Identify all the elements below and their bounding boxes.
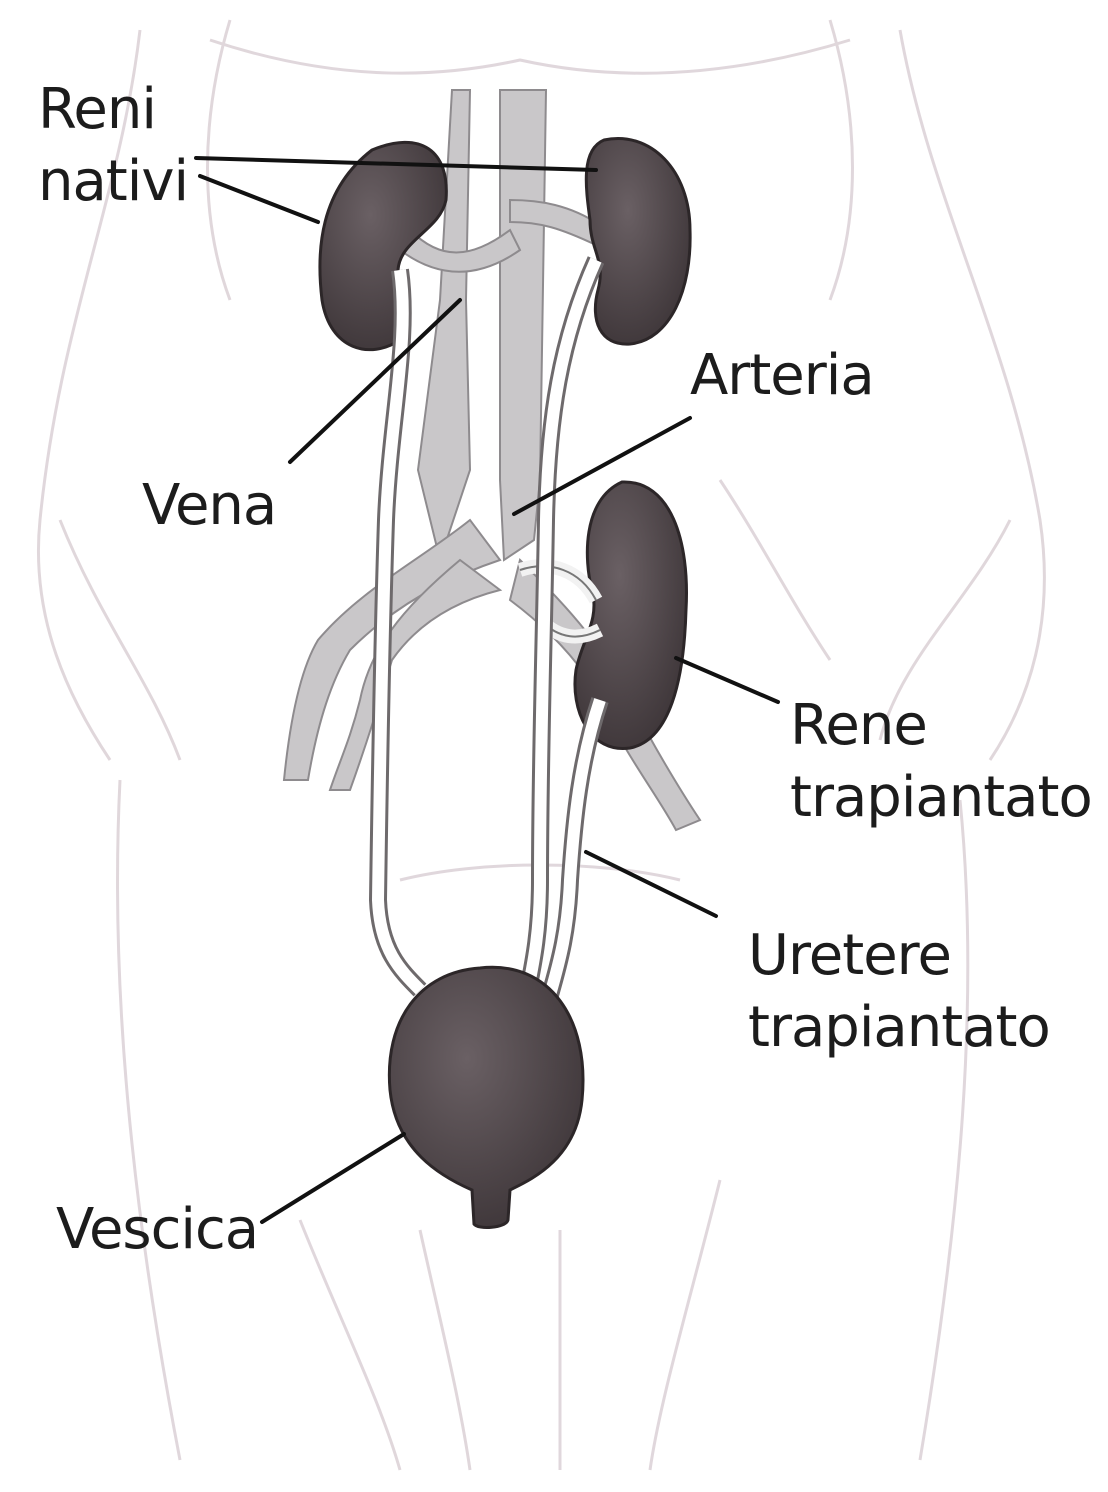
leader-vescica: [262, 1134, 404, 1222]
leader-rene: [676, 658, 778, 702]
label-reni-nativi: Reni nativi: [38, 74, 188, 218]
label-uretere-line2: trapiantato: [748, 992, 1050, 1064]
label-uretere-line1: Uretere: [748, 920, 1050, 992]
leader-uretere: [586, 852, 716, 916]
label-rene-line1: Rene: [790, 690, 1092, 762]
label-reni-line2: nativi: [38, 146, 188, 218]
label-rene-trapiantato: Rene trapiantato: [790, 690, 1092, 834]
label-vescica: Vescica: [56, 1194, 258, 1266]
label-rene-line2: trapiantato: [790, 762, 1092, 834]
native-kidney-right: [586, 138, 690, 344]
leader-reni-left-2: [200, 176, 318, 222]
label-uretere-trapiantato: Uretere trapiantato: [748, 920, 1050, 1064]
bladder: [389, 967, 583, 1227]
label-vena: Vena: [142, 470, 276, 542]
label-reni-line1: Reni: [38, 74, 188, 146]
label-arteria: Arteria: [690, 340, 874, 412]
